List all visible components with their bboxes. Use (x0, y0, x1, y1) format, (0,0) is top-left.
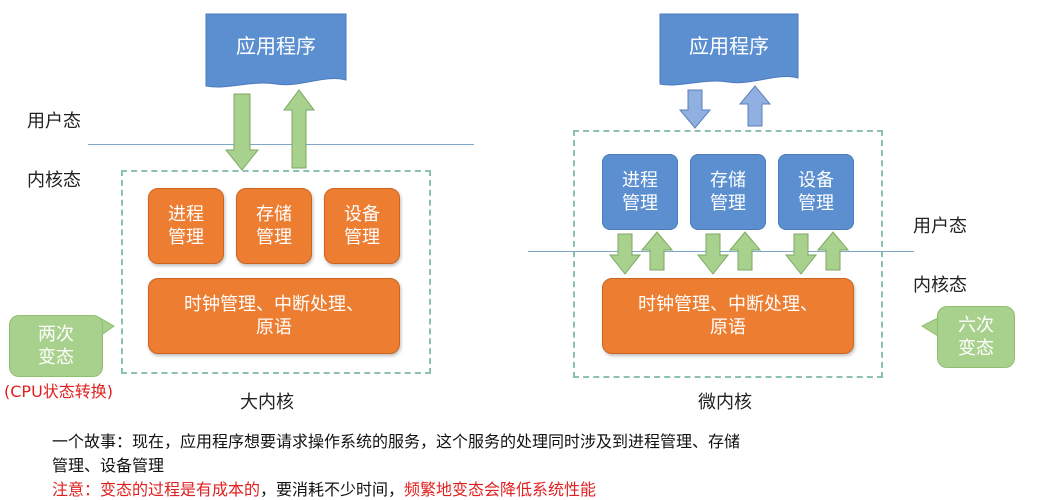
right-app-shape (659, 13, 799, 86)
left-user-mode-label: 用户态 (27, 111, 81, 132)
left-device-module: 设备 管理 (324, 188, 400, 264)
story-line-1: 一个故事：现在，应用程序想要请求操作系统的服务，这个服务的处理同时涉及到进程管理… (52, 432, 741, 451)
right-app-up-arrow (738, 85, 772, 127)
right-caption: 微内核 (698, 392, 752, 413)
right-base-module: 时钟管理、中断处理、 原语 (602, 278, 854, 354)
cost-note: 注意：变态的过程是有成本的，要消耗不少时间，频繁地变态会降低系统性能 (52, 476, 596, 500)
right-transition-bubble: 六次 变态 (937, 306, 1015, 368)
left-base-module: 时钟管理、中断处理、 原语 (148, 278, 400, 354)
right-kernel-box (573, 130, 883, 378)
left-mode-divider (88, 144, 474, 145)
left-cpu-note: (CPU状态转换) (4, 382, 114, 401)
cost-note-a: 注意：变态的过程是有成本的 (52, 480, 261, 499)
left-kernel-mode-label: 内核态 (27, 170, 81, 191)
left-caption: 大内核 (240, 392, 294, 413)
left-arrows (224, 89, 315, 171)
right-mode-divider (528, 251, 914, 252)
story-line-2: 管理、设备管理 (52, 456, 165, 475)
left-down-arrow (224, 93, 260, 171)
right-device-module: 设备 管理 (778, 154, 854, 230)
monolithic-kernel-diagram: 应用程序 用户态 内核态 进程 管理 存储 管理 设备 管理 时钟管理、中断处理… (0, 0, 520, 420)
microkernel-diagram: 应用程序 进程 管理 存储 管理 设备 管理 时钟管理、中断处理、 原语 用户态… (520, 0, 1040, 420)
left-up-arrow (283, 89, 315, 169)
right-process-arrows (608, 231, 674, 275)
right-memory-module: 存储 管理 (690, 154, 766, 230)
left-memory-module: 存储 管理 (236, 188, 312, 264)
right-user-mode-label: 用户态 (913, 216, 967, 237)
right-kernel-mode-label: 内核态 (913, 275, 967, 296)
left-app-shape (205, 13, 347, 88)
cost-note-c: 频繁地变态会降低系统性能 (404, 480, 597, 499)
right-app-label: 应用程序 (689, 34, 769, 58)
cost-note-b: ，要消耗不少时间， (260, 480, 405, 499)
right-module-arrows (608, 231, 850, 275)
right-device-arrows (784, 231, 850, 275)
right-app-down-arrow (678, 89, 712, 129)
left-process-module: 进程 管理 (148, 188, 224, 264)
right-app-arrows (678, 85, 772, 129)
left-app-label: 应用程序 (236, 34, 316, 58)
left-transition-bubble: 两次 变态 (9, 315, 103, 377)
left-kernel-box (121, 170, 431, 374)
right-process-module: 进程 管理 (602, 154, 678, 230)
right-memory-arrows (696, 231, 762, 275)
